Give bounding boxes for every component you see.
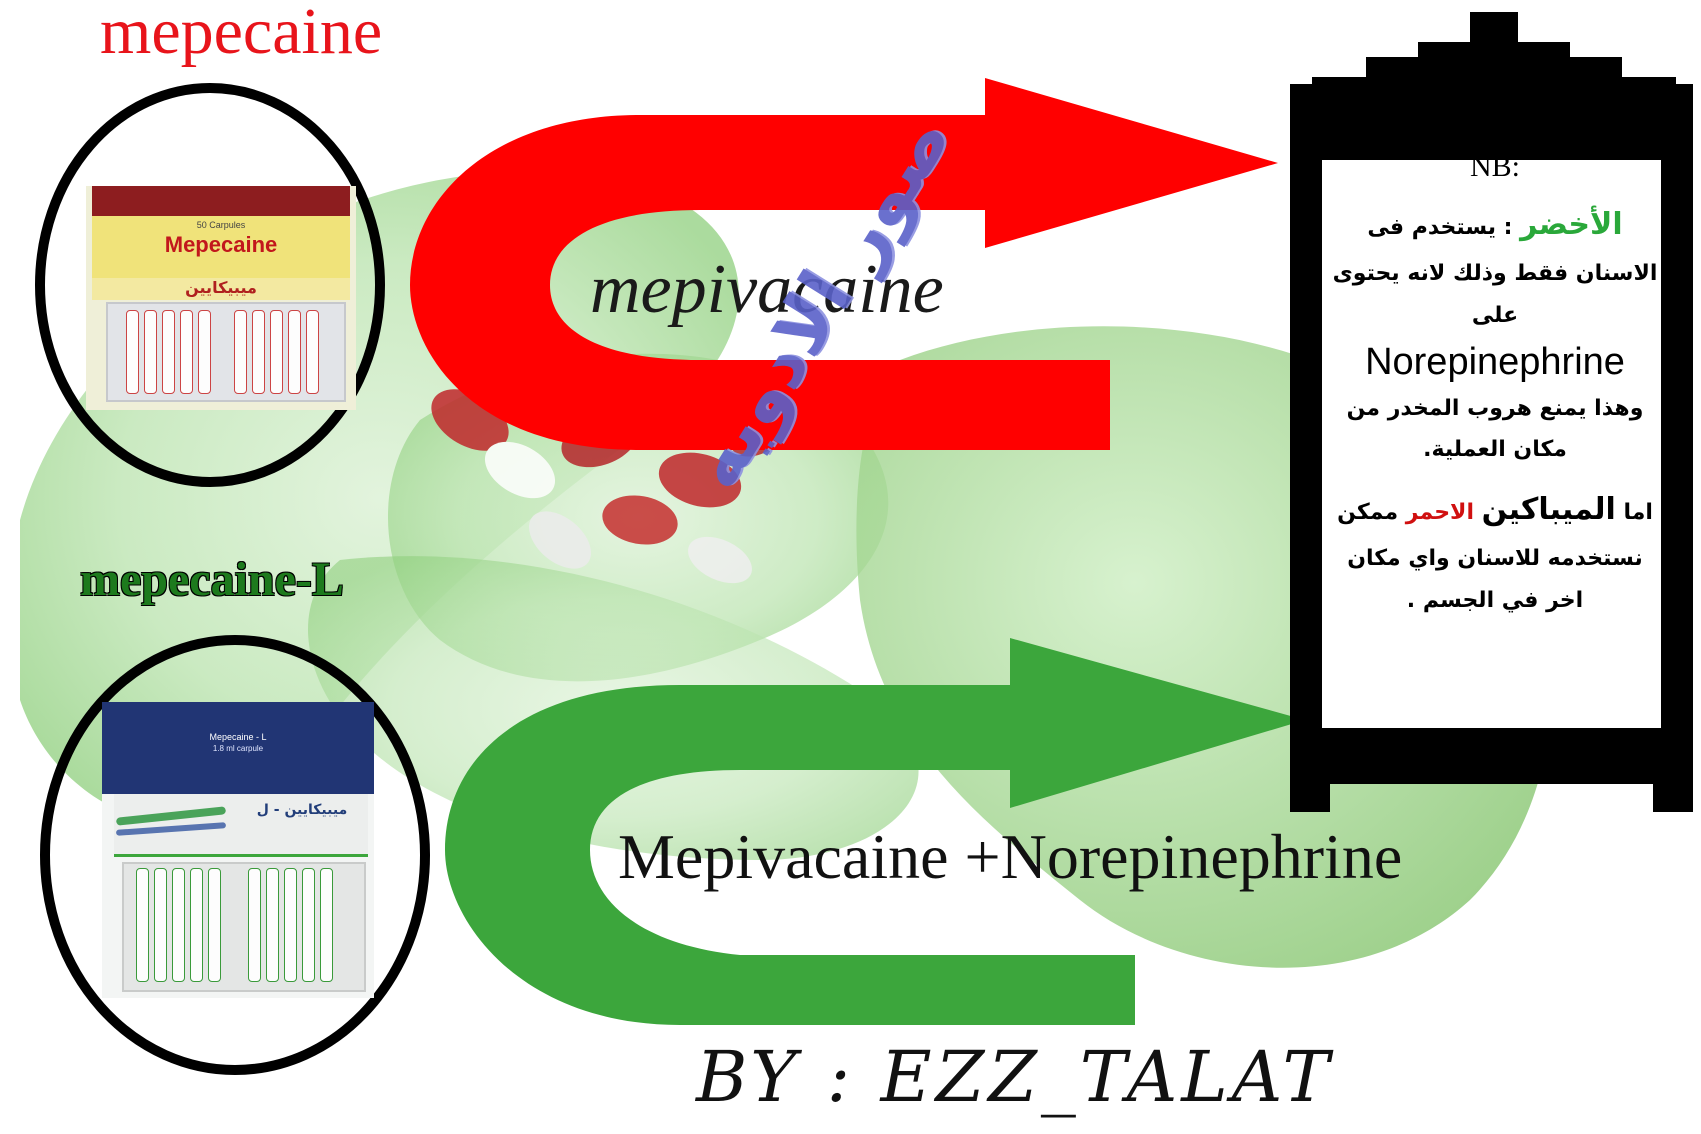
- note-line1-text: : يستخدم فى: [1367, 215, 1513, 240]
- note-red-word: الاحمر: [1405, 500, 1474, 526]
- product-bottom-brand: Mepecaine - L: [209, 732, 267, 742]
- note-mepivacaine-ar: الميباكين: [1481, 492, 1616, 528]
- red-arrow-label: mepivacaine: [590, 251, 944, 328]
- product-image-mepecaine-l: Mepecaine - L 1.8 ml carpule ميبيكايين -…: [102, 702, 374, 998]
- note-line-8: اخر في الجسم .: [1406, 587, 1584, 613]
- note-line-7: نستخدمه للاسنان واي مكان: [1347, 546, 1643, 572]
- red-arrow: [410, 78, 1278, 450]
- note-line-4: وهذا يمنع هروب المخدر من: [1346, 395, 1644, 421]
- note-line-2: الاسنان فقط وذلك لانه يحتوى: [1332, 261, 1658, 286]
- product-bottom-subtitle: 1.8 ml carpule: [212, 744, 264, 753]
- note-green-word: الأخضر: [1520, 207, 1623, 242]
- title-mepecaine: mepecaine: [100, 0, 383, 68]
- note-line-5: مكان العملية.: [1423, 437, 1567, 463]
- note-nb: NB:: [1469, 150, 1520, 183]
- title-mepecaine-l: mepecaine-L: [80, 553, 344, 606]
- green-arrow: [445, 638, 1305, 1025]
- note-panel: NB: الأخضر : يستخدم فى الاسنان فقط وذلك …: [1314, 150, 1676, 710]
- note-line6-prefix: اما: [1623, 500, 1653, 526]
- author-byline: BY : EZZ_TALAT: [696, 1036, 1334, 1118]
- scroll-paper: [1322, 160, 1661, 728]
- note-norepinephrine: Norepinephrine: [1365, 340, 1625, 383]
- product-top-subtitle: 50 Carpules: [196, 220, 246, 230]
- note-line-1: الأخضر : يستخدم فى: [1314, 196, 1676, 253]
- note-line-6: اما الميباكين الاحمر ممكن: [1314, 481, 1676, 538]
- product-top-brand: Mepecaine: [164, 232, 278, 257]
- scroll-frame: [1290, 12, 1693, 812]
- circle-top: [35, 83, 385, 487]
- product-bottom-arabic: ميبيكايين - ل: [256, 802, 348, 818]
- green-arrow-label: Mepivacaine +Norepinephrine: [618, 821, 1403, 892]
- product-top-arabic: ميبيكايين: [185, 278, 257, 297]
- product-image-mepecaine: 50 Carpules Mepecaine ميبيكايين: [86, 186, 356, 410]
- note-line6-suffix: ممكن: [1337, 500, 1399, 526]
- note-line-3: على: [1471, 302, 1519, 328]
- circle-bottom: [40, 635, 430, 1075]
